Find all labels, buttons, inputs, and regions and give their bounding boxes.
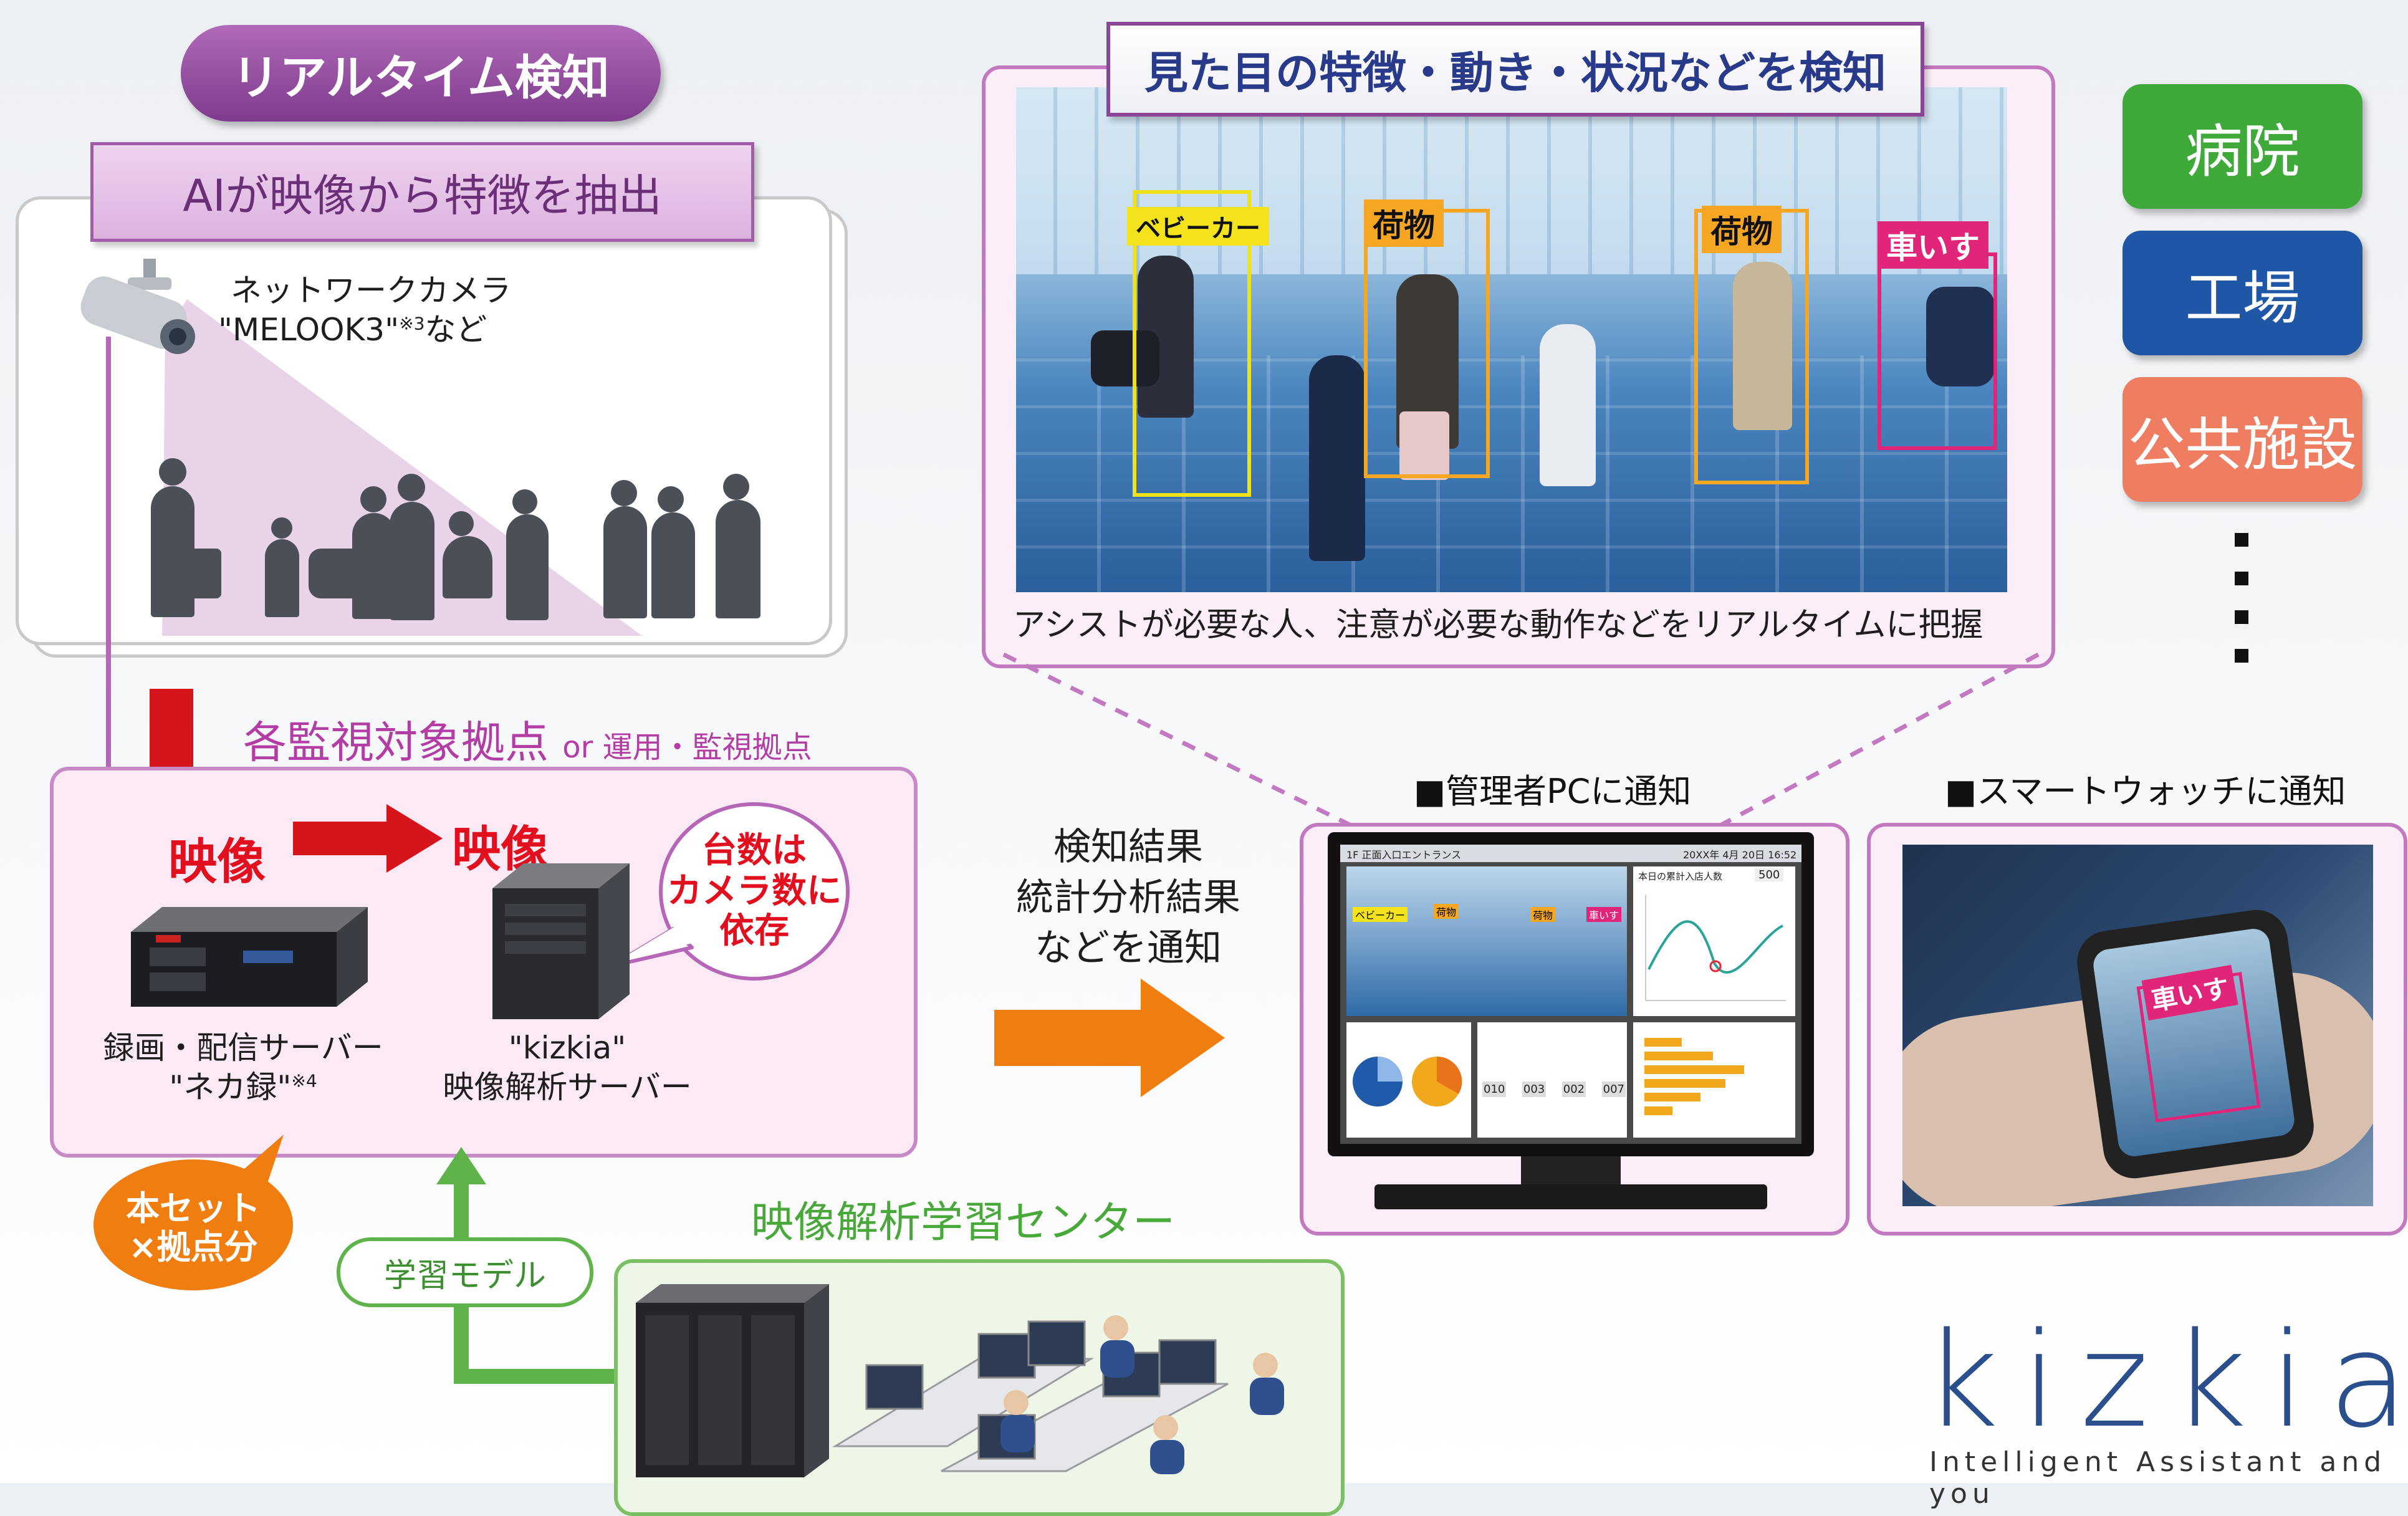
pc-count-2: 002: [1561, 1082, 1586, 1097]
camera-count-bubble-shape: [609, 802, 850, 981]
pc-monitor-base: [1374, 1184, 1767, 1209]
watch-notify-title: ■スマートウォッチに通知: [1945, 772, 2346, 811]
sites-title-suffix: or 運用・監視拠点: [562, 730, 812, 765]
kizkia-logo: kizkia: [1923, 1304, 2408, 1457]
pc-pie-charts: [1353, 1056, 1462, 1106]
camera-label-line1: ネットワークカメラ: [231, 272, 511, 309]
analyzer-label: "kizkia" 映像解析サーバー: [411, 1029, 723, 1106]
detect-tag-stroller: ベビーカー: [1127, 207, 1269, 246]
analyzer-label-line1: "kizkia": [508, 1030, 626, 1066]
pc-line-chart: [1645, 895, 1786, 1001]
camera-note: ※3: [399, 312, 425, 333]
watch-photo: [1902, 845, 2373, 1206]
video-label-1: 映像: [168, 834, 266, 890]
dashed-connectors: [1002, 652, 2040, 844]
pc-bar-chart: [1644, 1038, 1744, 1115]
notify-text: 検知結果 統計分析結果 などを通知: [1016, 825, 1240, 970]
set-bubble: 本セット ×拠点分: [126, 1188, 261, 1267]
realtime-subtitle: AIが映像から特徴を抽出: [90, 142, 754, 242]
camera-scene-card: ネットワークカメラ "MELOOK3"※3など: [16, 196, 832, 645]
pc-tag-luggage-2: 荷物: [1530, 907, 1556, 922]
detect-box-luggage-1: [1364, 209, 1490, 478]
recorder-server-icon: [131, 907, 368, 1007]
pc-monitor-stand: [1521, 1156, 1621, 1187]
analyzer-label-line2: 映像解析サーバー: [443, 1068, 692, 1105]
recorder-label-line1: 録画・配信サーバー: [103, 1030, 383, 1066]
analyzer-server-icon: [492, 863, 630, 1019]
recorder-note: ※4: [291, 1070, 317, 1091]
learning-title: 映像解析学習センター: [751, 1198, 1176, 1247]
recorder-label-line2: "ネカ録": [169, 1068, 292, 1105]
pc-screen-header-left: 1F 正面入口エントランス: [1346, 849, 1462, 861]
sites-title: 各監視対象拠点 or 運用・監視拠点: [243, 708, 812, 770]
camera-count-bubble: 台数は カメラ数に 依存: [667, 830, 842, 952]
orange-notify-arrow: [994, 979, 1225, 1097]
pc-stat-value: 500: [1755, 868, 1784, 881]
pc-count-row: 010 003 002 007: [1482, 1082, 1626, 1097]
target-factory: 工場: [2123, 231, 2362, 355]
pc-notify-title: ■管理者PCに通知: [1414, 772, 1692, 811]
detect-box-stroller: [1133, 190, 1251, 497]
video-line-vertical: [106, 337, 111, 792]
pc-count-3: 007: [1601, 1082, 1626, 1097]
camera-label-line2: "MELOOK3": [218, 311, 400, 348]
detect-box-wheelchair: [1878, 252, 1997, 450]
pc-screen: 1F 正面入口エントランス 20XX年 4月 20日 16:52 ベビーカー 荷…: [1340, 845, 1801, 1144]
pc-tag-luggage-1: 荷物: [1434, 904, 1459, 919]
kizkia-tagline: Intelligent Assistant and you: [1929, 1446, 2387, 1510]
pc-tag-stroller: ベビーカー: [1353, 907, 1408, 922]
detect-tag-luggage-1: 荷物: [1364, 199, 1444, 247]
realtime-title: リアルタイム検知: [181, 25, 661, 122]
pc-tag-wheelchair: 車いす: [1586, 907, 1622, 922]
detect-tag-wheelchair: 車いす: [1878, 221, 1988, 269]
pc-count-0: 010: [1482, 1082, 1507, 1097]
more-dots-icon: [2235, 533, 2250, 663]
camera-label-suffix: など: [425, 311, 487, 348]
detection-caption: アシストが必要な人、注意が必要な動作などをリアルタイムに把握: [1013, 607, 1983, 644]
detection-photo: [1016, 87, 2007, 592]
set-bubble-shape: [94, 1135, 293, 1290]
learning-center-illustration: [636, 1284, 1284, 1477]
pc-screen-header-right: 20XX年 4月 20日 16:52: [1683, 849, 1797, 861]
recorder-label: 録画・配信サーバー "ネカ録"※4: [81, 1029, 405, 1106]
target-public-facility: 公共施設: [2123, 377, 2362, 502]
detection-title: 見た目の特徴・動き・状況などを検知: [1106, 22, 1924, 117]
network-camera-icon: [80, 259, 195, 354]
sites-title-main: 各監視対象拠点: [243, 717, 549, 768]
pc-stat-label: 本日の累計入店人数: [1638, 871, 1723, 882]
target-hospital: 病院: [2123, 84, 2362, 209]
learning-model-label: 学習モデル: [337, 1237, 593, 1307]
camera-label: ネットワークカメラ "MELOOK3"※3など: [218, 271, 567, 349]
detect-tag-luggage-2: 荷物: [1702, 206, 1782, 253]
pc-count-1: 003: [1522, 1082, 1547, 1097]
red-right-arrow: [293, 804, 443, 873]
